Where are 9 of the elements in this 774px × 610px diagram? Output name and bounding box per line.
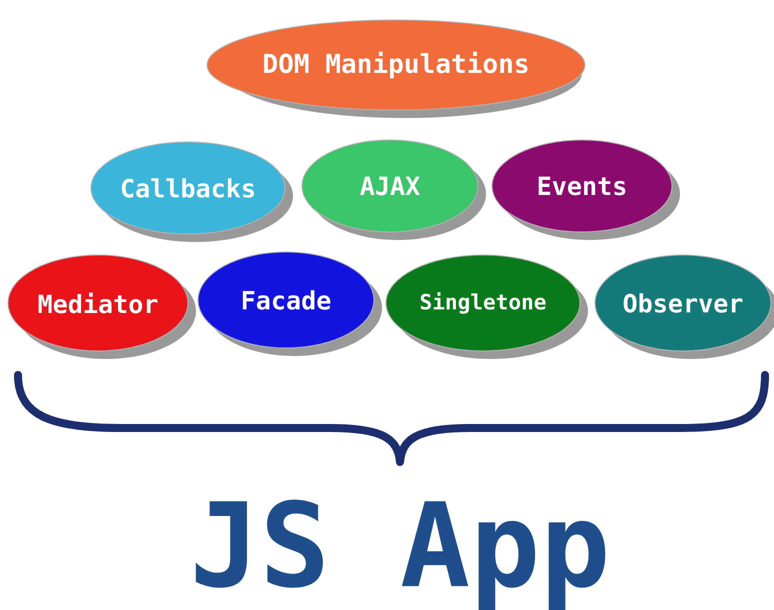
app-label: JS App bbox=[196, 500, 606, 610]
ellipse-node: Events bbox=[492, 140, 680, 240]
ellipse-node: Observer bbox=[594, 254, 774, 359]
ellipse-node: Callbacks bbox=[90, 142, 293, 242]
ellipse-node: Mediator bbox=[8, 254, 196, 359]
ellipse-node: DOM Manipulations bbox=[206, 20, 586, 118]
ellipse-node: Facade bbox=[198, 252, 382, 356]
ellipse-node: Singletone bbox=[386, 254, 588, 359]
ellipse-node: AJAX bbox=[302, 140, 486, 240]
